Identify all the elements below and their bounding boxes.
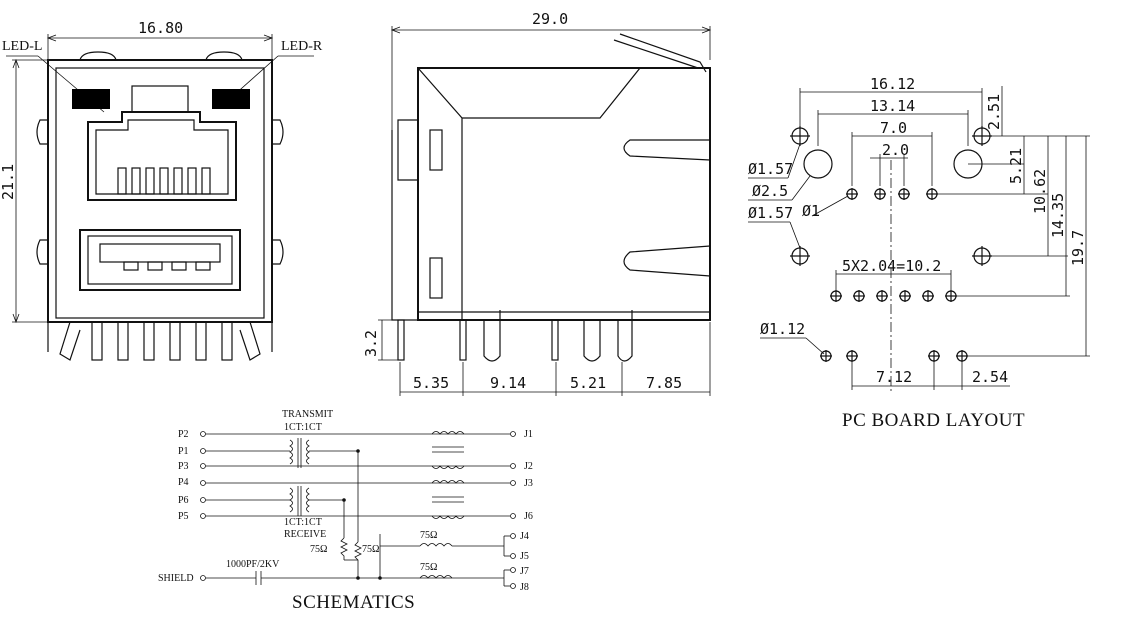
pcb-hole-2: Ø2.5 [752,182,788,200]
side-pin-height-dim: 3.2 [362,330,380,357]
sch-pin-p4: P4 [178,477,189,488]
sch-ratio-bottom: 1CT:1CT [284,517,322,528]
sch-res-a: 75Ω [310,544,327,555]
pcb-layout: 16.12 13.14 7.0 2.0 2.51 5.21 10.62 14.3… [748,75,1090,431]
sch-pin-j6: J6 [524,511,533,522]
led-right [212,89,250,109]
sch-pin-j1: J1 [524,429,533,440]
pcb-dim-7-0: 7.0 [880,119,907,137]
pcb-dim-10-62: 10.62 [1031,169,1049,214]
sch-pin-p3: P3 [178,461,189,472]
pcb-hole-3: Ø1 [802,202,820,220]
side-dim-1: 5.35 [413,374,449,392]
sch-ratio-top: 1CT:1CT [284,422,322,433]
sch-res-b: 75Ω [362,544,379,555]
sch-pin-j4: J4 [520,531,529,542]
sch-res-c: 75Ω [420,530,437,541]
front-height-dim: 21.1 [0,164,17,200]
pcb-dim-2-0: 2.0 [882,141,909,159]
sch-pin-j8: J8 [520,582,529,593]
front-width-dim: 16.80 [138,19,183,37]
pcb-dim-7-12: 7.12 [876,368,912,386]
pcb-hole-5: Ø1.12 [760,320,805,338]
led-left [72,89,110,109]
pcb-dim-13-14: 13.14 [870,97,915,115]
sch-receive: RECEIVE [284,529,326,540]
side-dim-4: 7.85 [646,374,682,392]
sch-shield: SHIELD [158,573,194,584]
sch-res-d: 75Ω [420,562,437,573]
sch-pin-p6: P6 [178,495,189,506]
side-length-dim: 29.0 [532,10,568,28]
sch-pin-j2: J2 [524,461,533,472]
pcb-dim-14-35: 14.35 [1049,193,1067,238]
led-left-label: LED-L [2,39,42,54]
pcb-hole-1: Ø1.57 [748,160,793,178]
sch-pin-p2: P2 [178,429,189,440]
led-right-label: LED-R [281,39,323,54]
side-dim-2: 9.14 [490,374,526,392]
pcb-dim-5-21: 5.21 [1007,148,1025,184]
pcb-title: PC BOARD LAYOUT [842,410,1025,431]
sch-pin-p1: P1 [178,446,189,457]
sch-pin-j7: J7 [520,566,529,577]
pcb-dim-2-54: 2.54 [972,368,1008,386]
sch-pin-j5: J5 [520,551,529,562]
pcb-dim-16-12: 16.12 [870,75,915,93]
sch-transmit: TRANSMIT [282,409,333,420]
pcb-dim-19-7: 19.7 [1069,230,1087,266]
pcb-hole-4: Ø1.57 [748,204,793,222]
front-view: 16.80 LED-L LED-R 21.1 [0,19,323,361]
sch-title: SCHEMATICS [292,592,415,613]
sch-cap-label: 1000PF/2KV [226,559,280,570]
side-view: 29.0 3.2 [362,10,712,396]
schematic: TRANSMIT 1CT:1CT 1CT:1CT RECEIVE P2 P1 P… [158,409,533,613]
sch-pin-j3: J3 [524,478,533,489]
pcb-dim-5x: 5X2.04=10.2 [842,257,941,275]
sch-pin-p5: P5 [178,511,189,522]
pcb-dim-2-51: 2.51 [985,94,1003,130]
side-dim-3: 5.21 [570,374,606,392]
